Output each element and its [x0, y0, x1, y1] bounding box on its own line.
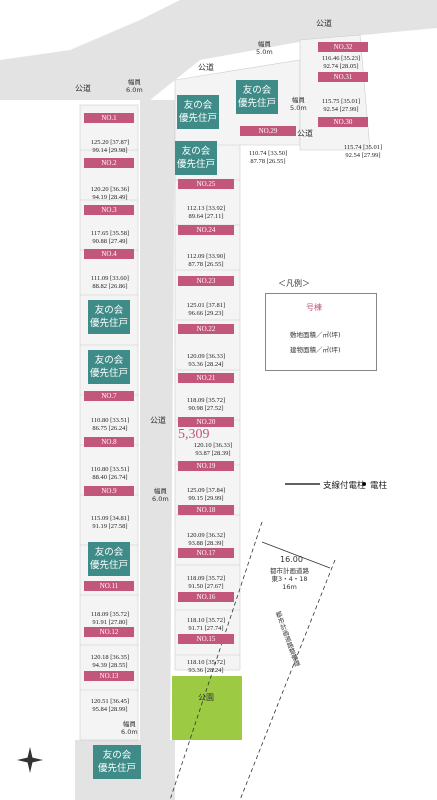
road-label-mid: 公道 — [198, 63, 214, 72]
park-area — [172, 676, 242, 740]
lot-area-24: 112.13 [33.92] 89.64 [27.11] — [186, 205, 226, 220]
planned-road-line-2 — [239, 559, 336, 800]
lot-area-18: 125.09 [37.84] 99.15 [29.99] — [186, 487, 226, 502]
road-width-mid: 幅員 6.0m — [152, 487, 169, 503]
lot-label-17: NO.17 — [178, 548, 234, 558]
lot-area-extra-right: 115.74 [35.01] 92.54 [27.99] — [343, 144, 383, 159]
legend-pole-line-label: 支線付電柱 — [323, 481, 366, 491]
road-width-left-top: 幅員 6.0m — [126, 78, 143, 94]
lot-label-22: NO.22 — [178, 324, 234, 334]
legend-building-area: 建物面積／㎡(坪) — [290, 346, 341, 354]
road-main — [140, 100, 175, 740]
legend-lot-no: 号棟 — [306, 303, 322, 312]
lot-area-16: 118.09 [35.72] 91.50 [27.67] — [186, 575, 226, 590]
lot-area-extra-bottom: 120.51 [36.45] 95.84 [28.99] — [90, 698, 130, 713]
lot-label-18: NO.18 — [178, 505, 234, 515]
legend-site-area: 敷地面積／㎡(坪) — [290, 331, 341, 339]
lot-area-15: 118.10 [35.72] 91.71 [27.74] — [186, 617, 226, 632]
lot-label-30: NO.30 — [318, 117, 368, 127]
compass-icon — [17, 747, 43, 773]
lot-label-23: NO.23 — [178, 276, 234, 286]
lot-label-25: NO.25 — [178, 179, 234, 189]
lot-label-2: NO.2 — [84, 158, 134, 168]
lot-area-2: 125.20 [37.87] 99.14 [29.98] — [90, 139, 130, 154]
lot-area-13: 120.18 [36.35] 94.39 [28.55] — [90, 654, 130, 669]
lot-label-16: NO.16 — [178, 592, 234, 602]
priority-badge: 友の会 優先住戸 — [88, 542, 130, 576]
legend-pole-dot — [362, 482, 366, 486]
lot-label-11: NO.11 — [84, 581, 134, 591]
lot-area-12: 118.09 [35.72] 91.91 [27.80] — [90, 611, 130, 626]
road-label-main: 公道 — [150, 416, 166, 425]
lot-label-20: NO.20 — [178, 417, 234, 427]
road-width-bottom: 幅員 6.0m — [121, 720, 138, 736]
road-label-right: 公道 — [297, 129, 313, 138]
lot-area-21: 120.09 [36.33] 93.36 [28.24] — [186, 353, 226, 368]
lot-area-9: 110.80 [33.51] 88.40 [26.74] — [90, 466, 130, 481]
road-width-top: 幅員 5.0m — [256, 40, 273, 56]
lot-label-8: NO.8 — [84, 437, 134, 447]
lot-label-3: NO.3 — [84, 205, 134, 215]
priority-badge: 友の会 優先住戸 — [236, 80, 278, 114]
road-label-left: 公道 — [75, 84, 91, 93]
priority-badge: 友の会 優先住戸 — [175, 141, 217, 175]
lot-area-3: 120.20 [36.36] 94.19 [28.49] — [90, 186, 130, 201]
planned-road-width: 16.00 — [280, 555, 303, 564]
legend-box: 号棟 敷地面積／㎡(坪) 建物面積／㎡(坪) — [265, 293, 377, 371]
lot-area-31: 116.46 [35.23] 92.74 [28.05] — [321, 55, 361, 70]
lot-area-30: 115.75 [35.01] 92.54 [27.99] — [321, 98, 361, 113]
lot-label-9: NO.9 — [84, 486, 134, 496]
priority-badge: 友の会 優先住戸 — [88, 300, 130, 334]
planned-road-name: 都市計画道路 東3・4・18 16m — [270, 567, 309, 591]
priority-badge: 友の会 優先住戸 — [88, 350, 130, 384]
lot-area-4: 117.65 [35.58] 90.88 [27.49] — [90, 230, 130, 245]
road-label-top-right: 公道 — [316, 19, 332, 28]
lot-area-19: 120.10 [36.33] 93.87 [28.39] — [193, 442, 233, 457]
priority-badge: 友の会 優先住戸 — [177, 95, 219, 129]
priority-badge: 友の会 優先住戸 — [93, 745, 141, 779]
road-top — [0, 0, 437, 100]
lot-label-13: NO.13 — [84, 671, 134, 681]
lot-label-12: NO.12 — [84, 627, 134, 637]
lot-label-7: NO.7 — [84, 391, 134, 401]
road-width-right: 幅員 5.0m — [290, 96, 307, 112]
lot-area-8: 110.80 [33.51] 86.75 [26.24] — [90, 417, 130, 432]
lot-area-11: 115.09 [34.81] 91.19 [27.58] — [90, 515, 130, 530]
lot-area-29: 110.74 [33.50] 87.78 [26.55] — [248, 150, 288, 165]
lot-label-1: NO.1 — [84, 113, 134, 123]
lot-label-29: NO.29 — [240, 126, 296, 136]
legend-pole-label: 電柱 — [370, 481, 388, 491]
lot-label-19: NO.19 — [178, 461, 234, 471]
lot-label-4: NO.4 — [84, 249, 134, 259]
lot-label-31: NO.31 — [318, 72, 368, 82]
lot-label-21: NO.21 — [178, 373, 234, 383]
legend-title: ＜凡例＞ — [278, 279, 310, 288]
lot-label-32: NO.32 — [318, 42, 368, 52]
lot-area-14: 118.10 [35.72] 93.36 [28.24] — [186, 659, 226, 674]
lot-area-17: 120.09 [36.32] 93.88 [28.39] — [186, 532, 226, 547]
lot-area-20: 118.09 [35.72] 90.98 [27.52] — [186, 397, 226, 412]
right-lot-block — [174, 129, 241, 671]
planned-road-width-arrow — [261, 541, 331, 569]
lot-label-24: NO.24 — [178, 225, 234, 235]
lot-label-15: NO.15 — [178, 634, 234, 644]
lot-area-22: 125.01 [37.81] 96.66 [29.23] — [186, 302, 226, 317]
park-label: 公園 — [198, 693, 214, 702]
lot-area-23: 112.09 [33.90] 87.78 [26.55] — [186, 253, 226, 268]
total-units: 5,309 — [178, 427, 210, 442]
lot-area-7: 111.09 [33.60] 88.82 [26.86] — [91, 275, 129, 290]
